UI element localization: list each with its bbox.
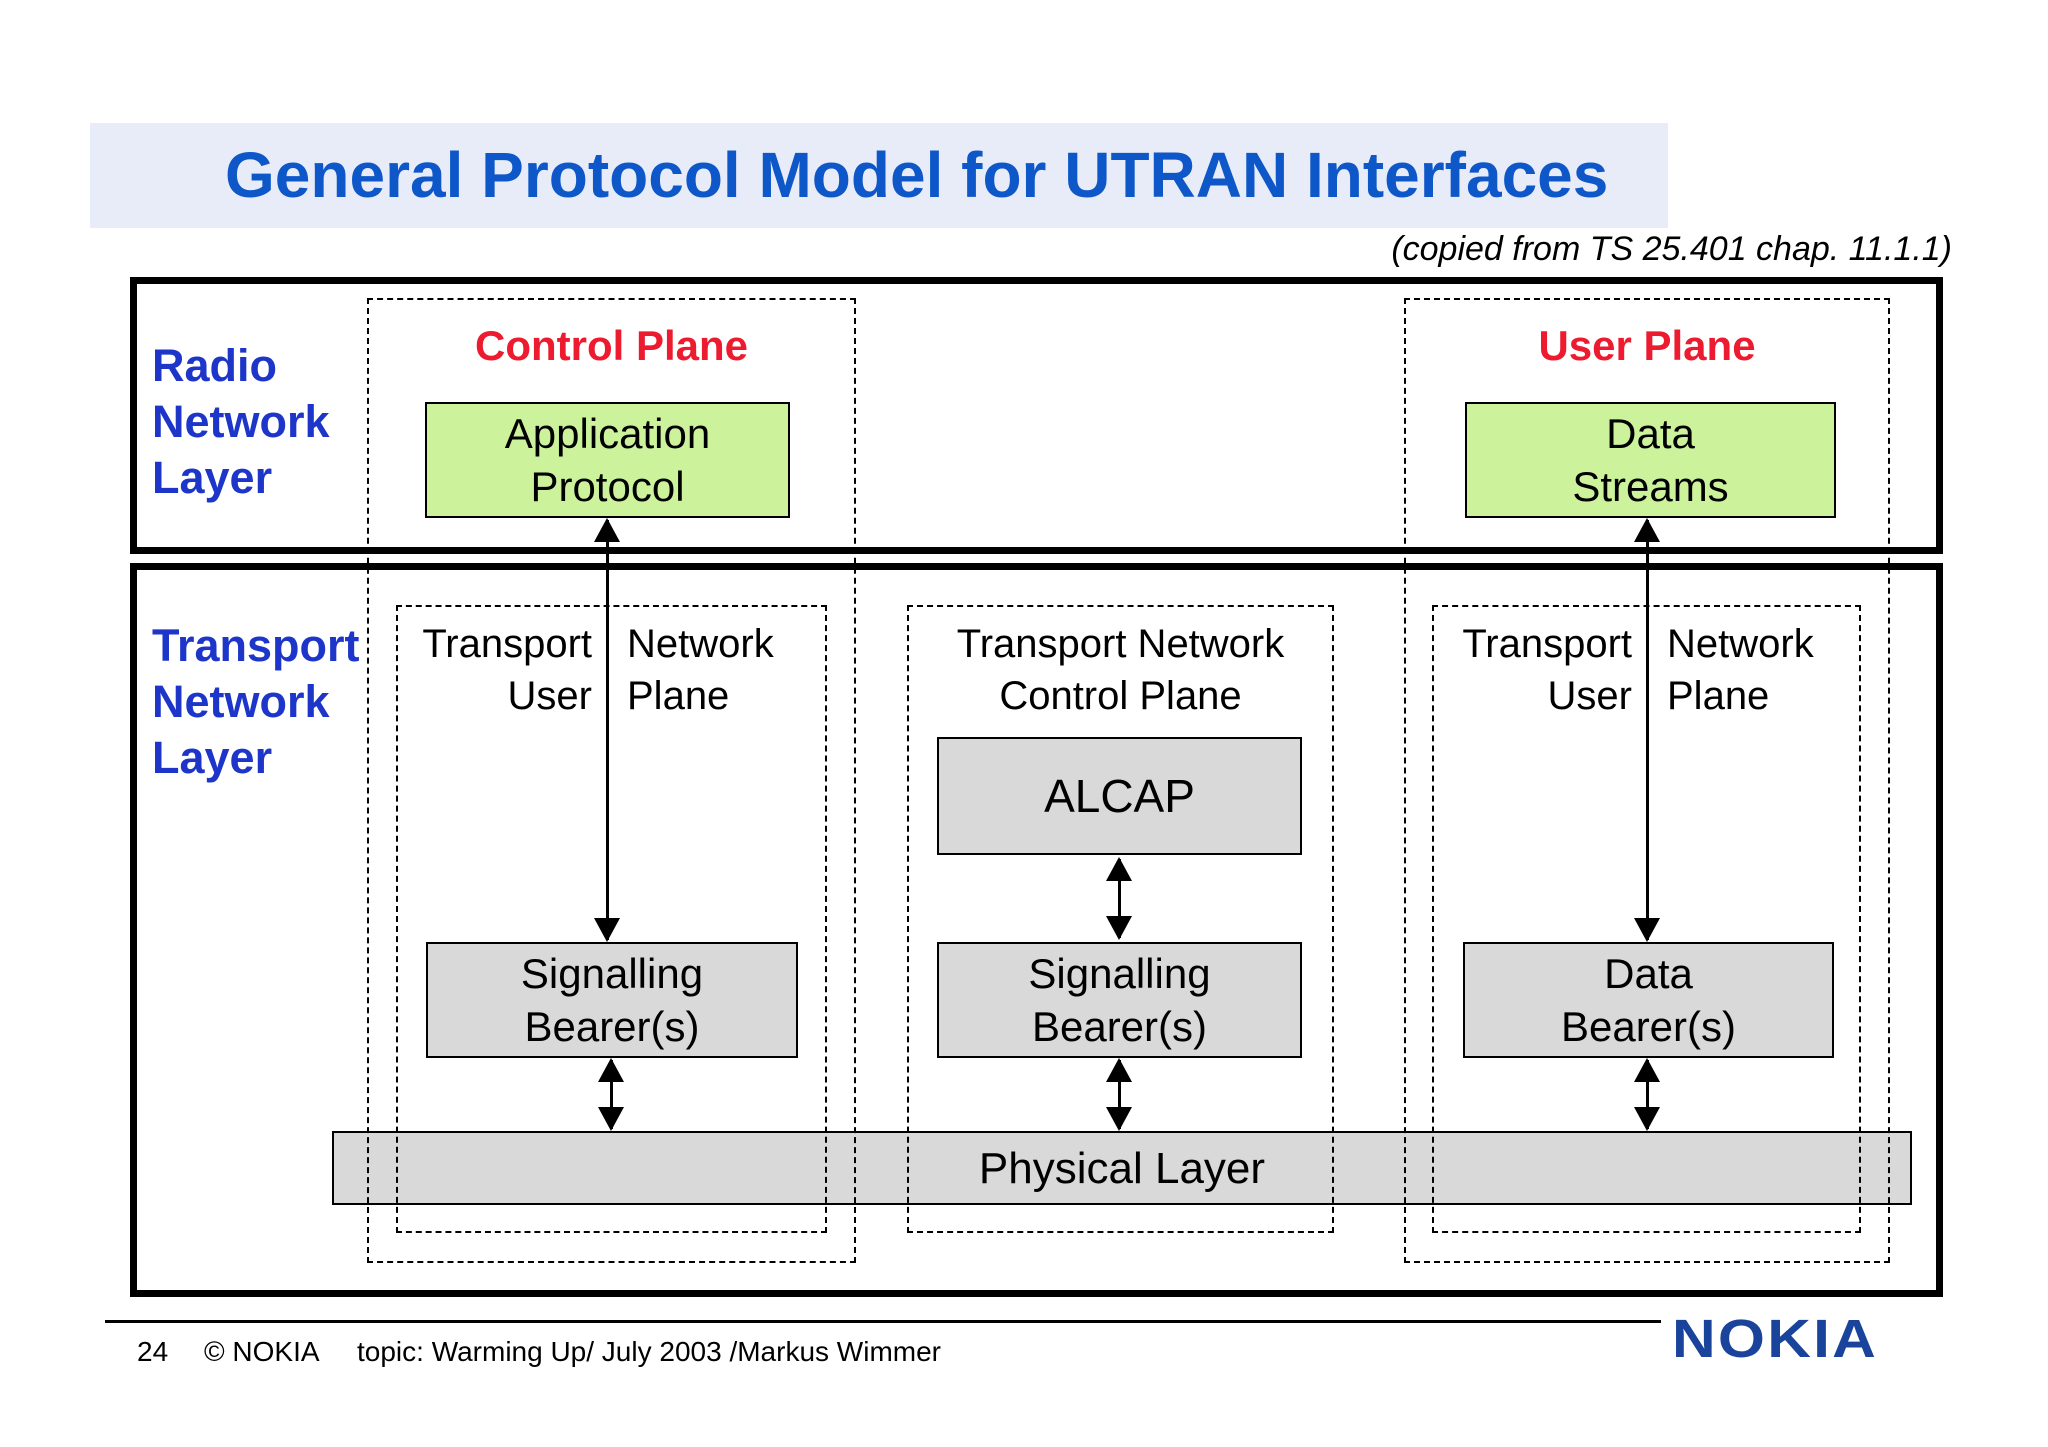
user-plane-column bbox=[1404, 298, 1890, 1263]
tncp-header-line1: Transport Network bbox=[956, 622, 1285, 666]
arrowhead-up-data-streams bbox=[1634, 518, 1660, 542]
application-protocol-line2: Protocol bbox=[530, 463, 685, 510]
tnup-right-word-plane: Plane bbox=[1667, 674, 1770, 718]
transport-network-layer-label: Transport Network Layer bbox=[152, 618, 360, 786]
copyright-text: © NOKIA bbox=[204, 1336, 320, 1367]
signalling-bearer-mid-line2: Bearer(s) bbox=[1031, 1003, 1208, 1050]
arrow-sigbearer-left-to-physical-line bbox=[610, 1060, 613, 1129]
transport-label-line3: Layer bbox=[152, 732, 273, 783]
data-bearer-line1: Data bbox=[1604, 950, 1693, 997]
page-number: 24 bbox=[137, 1336, 169, 1367]
user-plane-title: User Plane bbox=[1538, 322, 1756, 369]
data-bearer-box: Data Bearer(s) bbox=[1463, 942, 1834, 1058]
arrowhead-down-physical-mid bbox=[1106, 1107, 1132, 1131]
signalling-bearer-mid-box: Signalling Bearer(s) bbox=[937, 942, 1302, 1058]
signalling-bearer-left-line2: Bearer(s) bbox=[524, 1003, 700, 1050]
arrowhead-down-sigbearer-mid bbox=[1106, 916, 1132, 940]
radio-label-line1: Radio bbox=[152, 340, 278, 391]
transport-label-line1: Transport bbox=[152, 620, 360, 671]
transport-network-layer-box bbox=[130, 563, 1943, 1297]
radio-label-line2: Network bbox=[152, 396, 330, 447]
data-streams-line2: Streams bbox=[1572, 463, 1729, 510]
arrowhead-down-physical-right bbox=[1634, 1107, 1660, 1131]
transport-network-control-plane-box bbox=[907, 605, 1334, 1233]
tnup-left-word-plane: Plane bbox=[627, 674, 730, 718]
arrow-sigbearer-mid-to-physical-line bbox=[1118, 1060, 1121, 1129]
physical-layer-label: Physical Layer bbox=[978, 1143, 1266, 1193]
arrowhead-down-sigbearer-left bbox=[594, 918, 620, 942]
tnup-right-word-user: User bbox=[1547, 674, 1632, 718]
arrowhead-down-physical-left bbox=[598, 1107, 624, 1131]
title-band bbox=[90, 123, 1668, 228]
data-streams-box: Data Streams bbox=[1465, 402, 1836, 518]
transport-label-line2: Network bbox=[152, 676, 330, 727]
tnup-left-word-network: Network bbox=[627, 622, 774, 666]
radio-network-layer-label: Radio Network Layer bbox=[152, 338, 330, 506]
tnup-left-header-col1: Transport User bbox=[396, 618, 592, 722]
physical-layer-box: Physical Layer bbox=[332, 1131, 1912, 1205]
transport-network-user-plane-left-box bbox=[396, 605, 827, 1233]
radio-network-layer-box bbox=[130, 277, 1943, 554]
data-streams-line1: Data bbox=[1606, 410, 1695, 457]
tnup-right-header-col2: Network Plane bbox=[1667, 618, 1814, 722]
alcap-box: ALCAP bbox=[937, 737, 1302, 855]
tncp-header: Transport Network Control Plane bbox=[907, 618, 1334, 722]
arrowhead-down-data-bearer bbox=[1634, 918, 1660, 942]
tnup-right-header-col1: Transport User bbox=[1432, 618, 1632, 722]
tncp-header-line2: Control Plane bbox=[999, 674, 1242, 718]
signalling-bearer-left-line1: Signalling bbox=[520, 950, 704, 997]
signalling-bearer-left-box: Signalling Bearer(s) bbox=[426, 942, 798, 1058]
arrow-datastreams-to-databearer-line bbox=[1646, 520, 1649, 940]
tnup-left-word-transport: Transport bbox=[422, 622, 592, 666]
tnup-left-word-user: User bbox=[507, 674, 592, 718]
application-protocol-box: Application Protocol bbox=[425, 402, 790, 518]
arrow-alcap-to-sigbearer-line bbox=[1118, 859, 1121, 938]
arrowhead-up-sigbearer-left bbox=[598, 1058, 624, 1082]
nokia-logo: NOKIA bbox=[1672, 1309, 1879, 1369]
arrowhead-up-sigbearer-mid bbox=[1106, 1058, 1132, 1082]
arrow-databearer-to-physical-line bbox=[1646, 1060, 1649, 1129]
application-protocol-line1: Application bbox=[504, 410, 711, 457]
page-title: General Protocol Model for UTRAN Interfa… bbox=[225, 139, 1609, 211]
control-plane-title: Control Plane bbox=[474, 322, 749, 369]
radio-label-line3: Layer bbox=[152, 452, 273, 503]
data-bearer-line2: Bearer(s) bbox=[1560, 1003, 1737, 1050]
subtitle-reference: (copied from TS 25.401 chap. 11.1.1) bbox=[1391, 230, 1952, 268]
tnup-left-header-col2: Network Plane bbox=[627, 618, 774, 722]
tnup-right-word-transport: Transport bbox=[1462, 622, 1632, 666]
arrow-app-to-sigbearer-line bbox=[606, 520, 609, 940]
arrowhead-up-data-bearer bbox=[1634, 1058, 1660, 1082]
arrowhead-up-alcap bbox=[1106, 857, 1132, 881]
footer-topic: topic: Warming Up/ July 2003 /Markus Wim… bbox=[357, 1336, 941, 1367]
footer-divider bbox=[105, 1320, 1661, 1323]
tnup-right-word-network: Network bbox=[1667, 622, 1814, 666]
alcap-label: ALCAP bbox=[1044, 769, 1195, 822]
control-plane-column bbox=[367, 298, 856, 1263]
arrowhead-up-app-protocol bbox=[594, 518, 620, 542]
signalling-bearer-mid-line1: Signalling bbox=[1028, 950, 1211, 997]
